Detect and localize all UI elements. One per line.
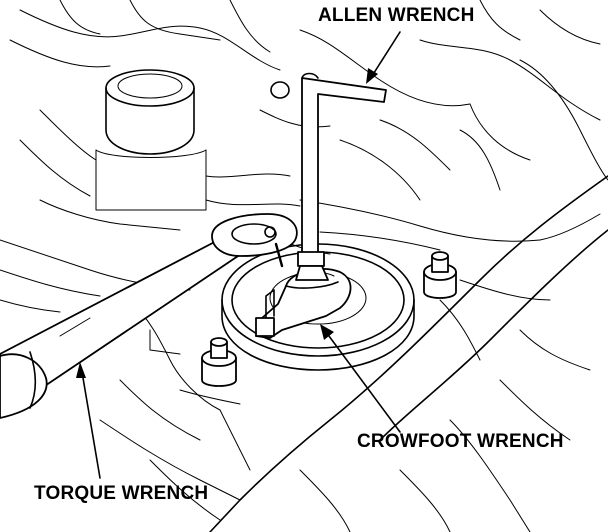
allen-wrench [295,72,387,281]
leader-crowfoot [320,324,401,433]
leader-allen [366,31,401,84]
torque-wrench-label: TORQUE WRENCH [34,483,209,504]
leader-torque [76,362,101,479]
crowfoot-wrench-label: CROWFOOT WRENCH [357,431,564,452]
allen-wrench-label: ALLEN WRENCH [318,5,475,26]
mounting-nut-left [201,337,237,387]
mounting-nut-right [423,251,457,299]
torque-wrench [0,213,298,419]
